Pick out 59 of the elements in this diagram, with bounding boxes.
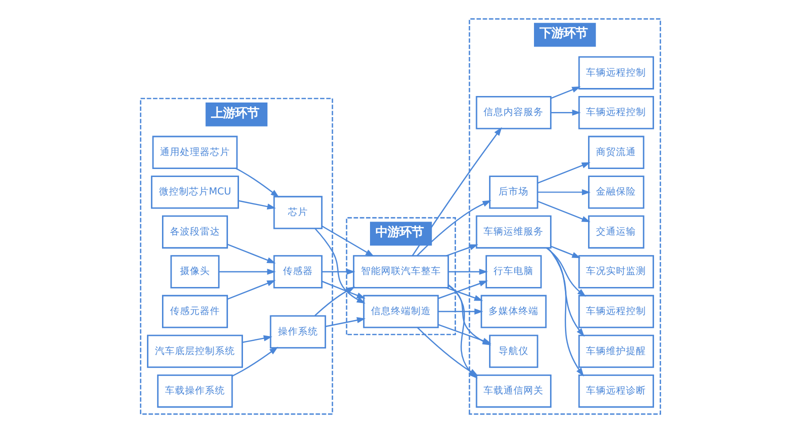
node-box: 交通运输 [588,215,644,249]
node-box: 商贸流通 [588,136,644,170]
node-box: 后市场 [488,176,538,209]
node-box: 车辆运维服务 [475,215,551,249]
arrow [322,268,355,275]
arrow [416,200,491,256]
arrow [226,280,276,300]
arrow [324,317,366,328]
node-box: 车辆远程诊断 [578,374,654,408]
arrow [437,324,491,344]
arrow [550,246,580,258]
node-box: 行车电脑 [485,255,542,288]
arrow [545,247,586,297]
arrow [416,327,478,376]
node-box: 智能网联汽车整车 [352,255,448,288]
node-box: 微控制芯片MCU [150,176,238,209]
arrow [321,280,365,299]
arrow [234,168,279,198]
arrow [550,86,580,99]
arrow [546,247,584,376]
node-box: 金融保险 [588,176,644,209]
node-box: 车况实时监测 [578,255,654,288]
arrow [242,335,272,343]
arrow [231,346,278,377]
node-box: 导航仪 [488,334,538,368]
arrow [536,162,590,184]
node-box: 信息终端制造 [362,294,438,328]
arrow [314,286,355,316]
node-box: 信息内容服务 [475,96,551,130]
node-box: 操作系统 [269,315,326,348]
node-box: 摄像头 [170,255,220,288]
arrow [438,308,483,315]
node-box: 车辆远程控制 [578,56,654,90]
node-box: 车载操作系统 [156,374,232,408]
arrow [238,200,276,210]
node-box: 车辆维护提醒 [578,334,654,368]
arrow [411,127,502,256]
arrow [537,189,590,196]
node-box: 车辆远程控制 [578,96,654,130]
arrow [550,110,580,116]
arrow [226,244,276,264]
arrow [314,228,365,304]
node-box: 芯片 [272,196,322,230]
node-box: 多媒体终端 [480,294,546,328]
arrow [536,200,590,222]
arrow [321,226,374,257]
node-box: 各波段雷达 [162,215,228,249]
node-box: 通用处理器芯片 [152,136,238,170]
arrow [546,248,584,337]
arrow [446,287,482,301]
arrow [446,244,478,256]
arrow [448,268,488,275]
node-box: 车辆远程控制 [578,294,654,328]
node-box: 传感元器件 [162,294,228,328]
node-box: 传感器 [272,255,322,288]
arrow [218,268,276,275]
node-box: 车载通信网关 [475,374,551,408]
arrow [437,280,488,300]
node-box: 汽车底层控制系统 [146,334,242,368]
